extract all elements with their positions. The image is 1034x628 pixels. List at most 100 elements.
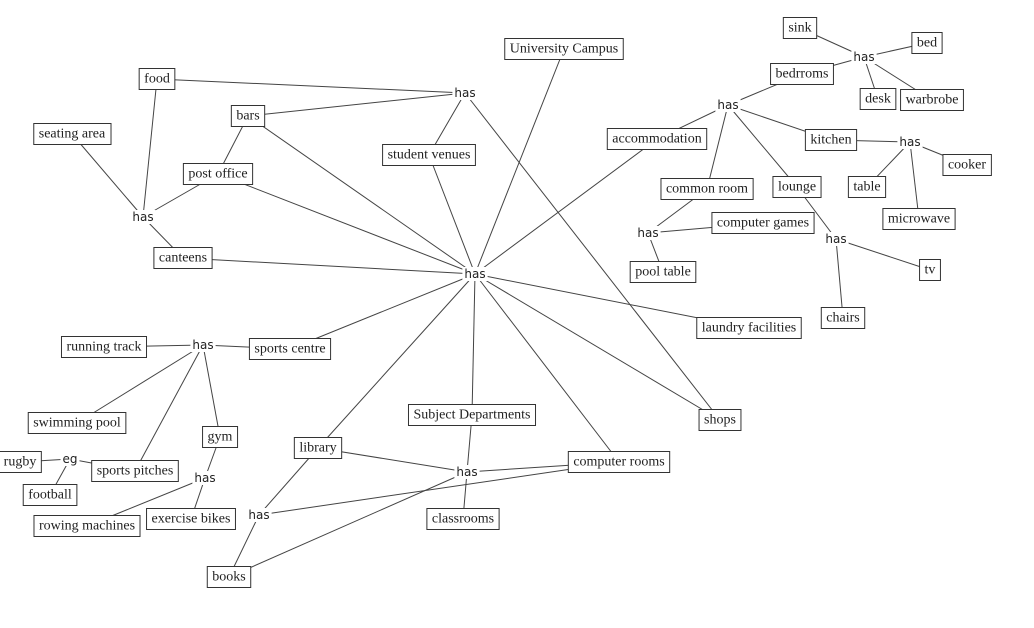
edge-library-h_lib: [258, 447, 319, 516]
concept-node-chairs[interactable]: chairs: [820, 307, 866, 329]
concept-label: classrooms: [432, 512, 494, 527]
concept-node-bedrooms[interactable]: bedrroms: [770, 63, 834, 85]
concept-box: [567, 451, 671, 473]
concept-box: [27, 412, 127, 434]
link-label-h_dept[interactable]: has: [454, 465, 480, 479]
concept-node-microwave[interactable]: microwave: [882, 208, 956, 230]
link-text: eg: [63, 452, 78, 466]
concept-node-sink[interactable]: sink: [782, 17, 818, 39]
concept-node-accom[interactable]: accommodation: [606, 128, 708, 150]
concept-node-library[interactable]: library: [293, 437, 343, 459]
concept-node-pitches[interactable]: sports pitches: [91, 460, 179, 482]
concept-box: [153, 247, 213, 269]
concept-box: [293, 437, 343, 459]
link-label-h_common[interactable]: has: [635, 226, 661, 240]
concept-label: bedrroms: [776, 67, 829, 82]
concept-label: rugby: [4, 455, 37, 470]
link-text: has: [194, 471, 215, 485]
concept-label: computer games: [717, 216, 809, 231]
concept-node-common[interactable]: common room: [660, 178, 754, 200]
concept-label: cooker: [948, 158, 986, 173]
concept-node-bed[interactable]: bed: [911, 32, 943, 54]
link-label-h_lounge[interactable]: has: [823, 232, 849, 246]
edges-layer: [19, 27, 968, 578]
concept-node-bikes[interactable]: exercise bikes: [146, 508, 236, 530]
concept-box: [504, 38, 624, 60]
concept-label: running track: [66, 340, 141, 355]
link-label-h_sports[interactable]: has: [190, 338, 216, 352]
edge-shops-h_venues: [464, 92, 721, 421]
concept-node-games[interactable]: computer games: [711, 212, 815, 234]
link-label-h_bed[interactable]: has: [851, 50, 877, 64]
concept-node-running[interactable]: running track: [60, 336, 148, 358]
concept-box: [22, 484, 78, 506]
concept-box: [206, 566, 252, 588]
concept-box: [859, 88, 897, 110]
concept-node-campus[interactable]: University Campus: [504, 38, 624, 60]
edge-food-h_left: [142, 78, 158, 218]
edge-library-h_main: [317, 273, 476, 449]
link-label-h_gym[interactable]: has: [192, 471, 218, 485]
concept-node-swimming[interactable]: swimming pool: [27, 412, 127, 434]
link-text: has: [853, 50, 874, 64]
concept-node-rowing[interactable]: rowing machines: [33, 515, 141, 537]
concept-node-seating[interactable]: seating area: [33, 123, 112, 145]
concept-node-shops[interactable]: shops: [698, 409, 742, 431]
concept-node-table[interactable]: table: [847, 176, 887, 198]
concept-box: [426, 508, 500, 530]
concept-box: [911, 32, 943, 54]
concept-label: microwave: [888, 212, 950, 227]
concept-node-laundry[interactable]: laundry facilities: [696, 317, 802, 339]
link-label-h_left[interactable]: has: [130, 210, 156, 224]
concept-node-cooker[interactable]: cooker: [942, 154, 992, 176]
link-label-h_eg[interactable]: eg: [60, 452, 80, 466]
link-text: has: [825, 232, 846, 246]
concept-node-wardrobe[interactable]: warbrobe: [900, 89, 964, 111]
concept-label: student venues: [388, 148, 471, 163]
concept-node-tv[interactable]: tv: [919, 259, 941, 281]
concept-node-venues[interactable]: student venues: [382, 144, 476, 166]
concept-node-desk[interactable]: desk: [859, 88, 897, 110]
concept-label: swimming pool: [33, 416, 121, 431]
edge-chairs-h_lounge: [835, 238, 844, 319]
concept-node-rugby[interactable]: rugby: [0, 451, 42, 473]
concept-box: [146, 508, 236, 530]
link-background: [246, 508, 272, 522]
concept-node-lounge[interactable]: lounge: [772, 176, 822, 198]
concept-box: [230, 105, 266, 127]
nodes-layer: University Campus food bars seating area stu…: [0, 17, 992, 588]
link-label-h_venues[interactable]: has: [452, 86, 478, 100]
concept-box: [629, 261, 697, 283]
link-label-h_main[interactable]: has: [462, 267, 488, 281]
concept-node-canteens[interactable]: canteens: [153, 247, 213, 269]
concept-node-kitchen[interactable]: kitchen: [804, 129, 858, 151]
link-label-h_kitchen[interactable]: has: [897, 135, 923, 149]
edge-swimming-h_sports: [76, 344, 204, 424]
concept-node-depts[interactable]: Subject Departments: [407, 404, 537, 426]
concept-label: bars: [236, 109, 259, 124]
concept-node-football[interactable]: football: [22, 484, 78, 506]
link-label-h_lib[interactable]: has: [246, 508, 272, 522]
concept-node-comprooms[interactable]: computer rooms: [567, 451, 671, 473]
concept-box: [882, 208, 956, 230]
concept-box: [182, 163, 254, 185]
concept-label: seating area: [39, 127, 106, 142]
concept-node-food[interactable]: food: [138, 68, 176, 90]
link-background: [192, 471, 218, 485]
concept-node-gym[interactable]: gym: [202, 426, 239, 448]
concept-node-post[interactable]: post office: [182, 163, 254, 185]
edge-library-h_dept: [317, 447, 468, 473]
concept-box: [696, 317, 802, 339]
edge-bars-h_venues: [247, 92, 466, 117]
concept-box: [942, 154, 992, 176]
link-label-h_accom[interactable]: has: [715, 98, 741, 112]
concept-node-sports[interactable]: sports centre: [248, 338, 332, 360]
concept-node-pool[interactable]: pool table: [629, 261, 697, 283]
concept-box: [698, 409, 742, 431]
concept-node-classrooms[interactable]: classrooms: [426, 508, 500, 530]
link-text: has: [464, 267, 485, 281]
edge-venues-h_main: [428, 154, 476, 275]
concept-node-books[interactable]: books: [206, 566, 252, 588]
concept-node-bars[interactable]: bars: [230, 105, 266, 127]
edge-bars-h_main: [247, 115, 476, 275]
